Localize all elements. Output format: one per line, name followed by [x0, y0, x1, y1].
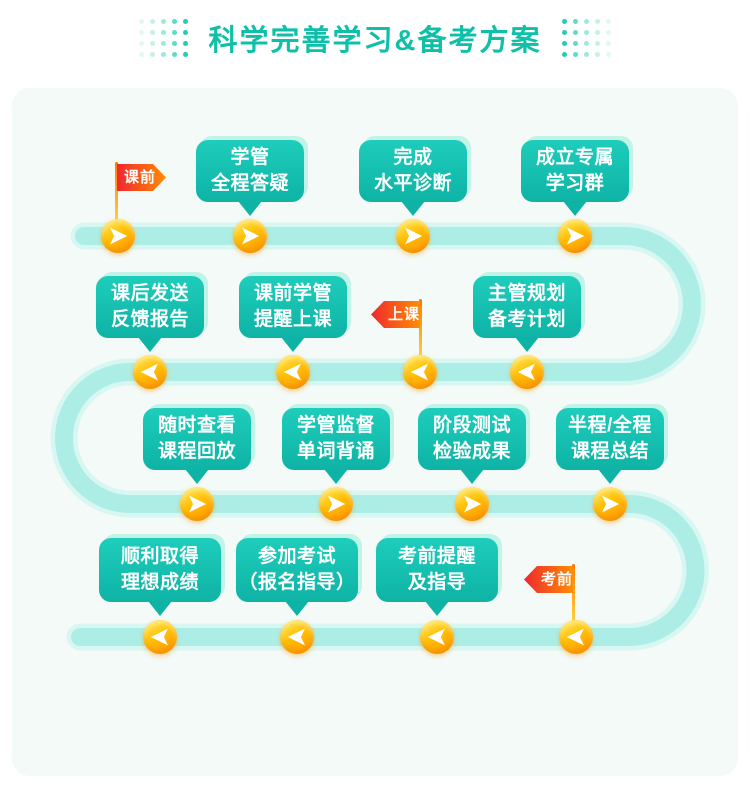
milestone-marker — [593, 487, 627, 521]
arrow-right-icon — [567, 227, 585, 245]
step-bubble-stage-test: 阶段测试 检验成果 — [418, 408, 526, 484]
step-label: 课程总结 — [570, 441, 649, 462]
step-label: 学管监督 — [296, 415, 375, 436]
step-bubble-exam-plan: 主管规划 备考计划 — [473, 276, 581, 352]
step-label: 学习群 — [545, 173, 605, 194]
step-bubble-vocab: 学管监督 单词背诵 — [282, 408, 390, 484]
step-bubble-class-reminder: 课前学管 提醒上课 — [239, 276, 347, 352]
step-bubble-course-summary: 半程/全程 课程总结 — [556, 408, 664, 484]
step-label: 及指导 — [407, 572, 467, 593]
milestone-marker — [510, 355, 544, 389]
step-label: 反馈报告 — [110, 309, 189, 330]
step-label: 备考计划 — [487, 309, 566, 330]
flag-pole — [419, 299, 422, 359]
flag-pole — [572, 564, 575, 622]
header: 科学完善学习&备考方案 — [0, 16, 750, 60]
step-label: 提醒上课 — [253, 309, 332, 330]
step-bubble-exam-reminder: 考前提醒 及指导 — [376, 538, 498, 616]
step-label: 学管 — [230, 147, 270, 168]
milestone-marker — [280, 620, 314, 654]
arrow-left-icon — [283, 363, 301, 381]
step-label: 课程回放 — [157, 441, 236, 462]
milestone-marker — [403, 355, 437, 389]
milestone-marker — [559, 620, 593, 654]
arrow-right-icon — [464, 495, 482, 513]
arrow-left-icon — [150, 628, 168, 646]
arrow-right-icon — [189, 495, 207, 513]
step-label: 水平诊断 — [373, 173, 452, 194]
milestone-marker — [133, 355, 167, 389]
step-label: 半程/全程 — [568, 415, 652, 436]
arrow-left-icon — [427, 628, 445, 646]
step-label: 随时查看 — [157, 415, 236, 436]
journey-path-inner — [55, 227, 705, 646]
arrow-right-icon — [242, 227, 260, 245]
step-label: 成立专属 — [535, 147, 614, 168]
step-label: 全程答疑 — [210, 173, 289, 194]
decorative-dots-left — [136, 16, 191, 60]
milestone-marker — [319, 487, 353, 521]
step-bubble-ideal-score: 顺利取得 理想成绩 — [99, 538, 221, 616]
milestone-marker — [455, 487, 489, 521]
step-label: 主管规划 — [487, 283, 566, 304]
milestone-marker — [558, 219, 592, 253]
flag-pole — [115, 162, 118, 222]
step-bubble-replay: 随时查看 课程回放 — [143, 408, 251, 484]
step-bubble-study-group: 成立专属 学习群 — [521, 140, 629, 216]
arrow-right-icon — [328, 495, 346, 513]
arrow-left-icon — [517, 363, 535, 381]
milestone-marker — [180, 487, 214, 521]
flag-label: 课前 — [117, 164, 166, 191]
milestone-marker — [276, 355, 310, 389]
step-label: 参加考试 — [257, 546, 336, 567]
step-label: （报名指导） — [238, 572, 356, 593]
step-bubble-tutor-qa: 学管 全程答疑 — [196, 140, 304, 216]
milestone-marker — [396, 219, 430, 253]
arrow-left-icon — [140, 363, 158, 381]
decorative-dots-right — [559, 16, 614, 60]
arrow-left-icon — [566, 628, 584, 646]
step-label: 课后发送 — [110, 283, 189, 304]
milestone-marker — [233, 219, 267, 253]
page-title: 科学完善学习&备考方案 — [208, 25, 542, 57]
step-bubble-feedback-report: 课后发送 反馈报告 — [96, 276, 204, 352]
arrow-right-icon — [602, 495, 620, 513]
step-label: 课前学管 — [253, 283, 332, 304]
step-label: 完成 — [393, 147, 433, 168]
milestone-marker — [101, 219, 135, 253]
step-bubble-level-test: 完成 水平诊断 — [359, 140, 467, 216]
step-bubble-take-exam: 参加考试 （报名指导） — [236, 538, 358, 616]
arrow-right-icon — [405, 227, 423, 245]
arrow-right-icon — [110, 227, 128, 245]
step-label: 单词背诵 — [296, 441, 375, 462]
step-label: 顺利取得 — [120, 546, 199, 567]
step-label: 检验成果 — [432, 441, 511, 462]
step-label: 理想成绩 — [120, 572, 199, 593]
step-label: 阶段测试 — [432, 415, 511, 436]
arrow-left-icon — [287, 628, 305, 646]
step-label: 考前提醒 — [397, 546, 476, 567]
milestone-marker — [420, 620, 454, 654]
arrow-left-icon — [410, 363, 428, 381]
milestone-marker — [143, 620, 177, 654]
